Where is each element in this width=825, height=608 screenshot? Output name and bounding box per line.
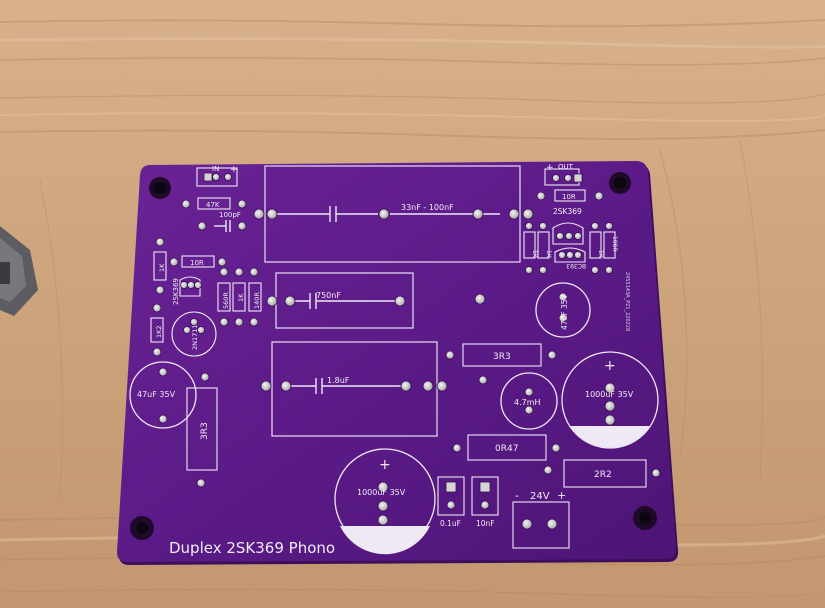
electrolytic-47uf-left-label: 47uF 35V: [137, 390, 176, 399]
resistor-3r3-horizontal-label: 3R3: [493, 352, 511, 362]
capacitor-750nf-label: 750nF: [316, 291, 341, 300]
electrolytic-1000uf-right-plus: +: [604, 358, 616, 374]
power-minus-label: -: [515, 489, 519, 502]
transistor-2sk369-right-label: 2SK369: [553, 207, 582, 216]
power-voltage-label: 24V: [530, 491, 550, 502]
electrolytic-1000uf-bottom-label: 1000uF 35V: [357, 488, 406, 497]
capacitor-01uf-label: 0.1uF: [440, 519, 461, 528]
capacitor-18uf-label: 1.8uF: [327, 376, 350, 385]
mounting-holes: [130, 172, 657, 540]
resistor-1k-b-label: 1K: [237, 293, 245, 302]
solder-pads: [152, 173, 661, 530]
resistor-560r-label: 560R: [222, 292, 230, 309]
resistor-140r-label: 140R: [253, 292, 261, 309]
capacitor-100pf-label: 100pF: [219, 211, 241, 219]
capacitor-33nf-label: 33nF - 100nF: [401, 203, 454, 212]
resistor-10r-mid-label: 10R: [190, 259, 204, 267]
square-pads: [203, 172, 583, 493]
pcb-board: [117, 161, 679, 565]
board-title: Duplex 2SK369 Phono: [169, 539, 335, 557]
capacitor-outline-boxes: [264, 165, 521, 437]
resistor-right-c-label: 1K: [597, 250, 604, 259]
resistor-10r-top-label: 10R: [562, 193, 576, 201]
pcb-order-code: 2455143A_P21_220228: [624, 272, 630, 331]
electrolytic-47uf-right-label: 47uF 35V: [560, 293, 569, 330]
resistor-right-b-label: 1K: [545, 250, 552, 259]
resistor-3r3-vertical-label: 3R3: [200, 422, 210, 440]
transistor-2sk369-left-label: 2SK369: [172, 278, 180, 305]
resistor-right-a-label: 1K: [531, 250, 538, 259]
resistor-1k-a-label: 1K: [158, 263, 166, 272]
inductor-label: 4.7mH: [514, 398, 541, 407]
grey-object-left-edge: [0, 226, 38, 316]
transistor-2n1711-label: 2N1711: [191, 324, 199, 350]
resistor-0r47-label: 0R47: [495, 444, 518, 454]
electrolytic-crescents: [340, 426, 650, 555]
in-header-plus: +: [230, 165, 238, 175]
capacitor-10nf-label: 10nF: [476, 519, 495, 528]
transistor-bc393-label: BC393: [566, 262, 586, 269]
electrolytic-1000uf-bottom-plus: +: [379, 457, 391, 473]
out-header-label: OUT: [558, 163, 574, 171]
out-header-plus: +: [546, 163, 554, 173]
resistor-outlines: [150, 167, 647, 549]
transistor-outlines: [171, 222, 586, 357]
power-plus-label: +: [557, 489, 566, 502]
resistor-47k-label: 47K: [206, 201, 220, 209]
resistor-right-d-label: 100R: [611, 236, 618, 252]
in-header-label: IN: [212, 165, 219, 173]
resistor-1k2-label: 1K2: [155, 325, 163, 338]
resistor-2r2-label: 2R2: [594, 470, 612, 480]
electrolytic-1000uf-right-label: 1000uF 35V: [585, 390, 634, 399]
